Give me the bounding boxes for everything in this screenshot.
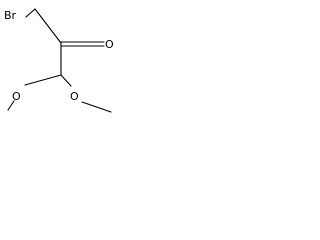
carbonyl-oxygen-label: O [105, 38, 114, 51]
bromine-label: Br [4, 9, 17, 22]
bond-ch2-carbonyl [34, 8, 62, 44]
bond-br-ch2 [25, 8, 36, 18]
structure-canvas: Br O O O [0, 0, 132, 121]
bond-acetal-o-left [24, 74, 62, 86]
bond-o-right-methyl [81, 101, 112, 113]
methoxy-oxygen-left-label: O [12, 90, 21, 103]
bond-o-left-methyl [7, 100, 15, 111]
molecule-diagram: Br O O O [4, 8, 114, 113]
bond-acetal-o-right [60, 74, 72, 87]
methoxy-oxygen-right-label: O [70, 90, 79, 103]
